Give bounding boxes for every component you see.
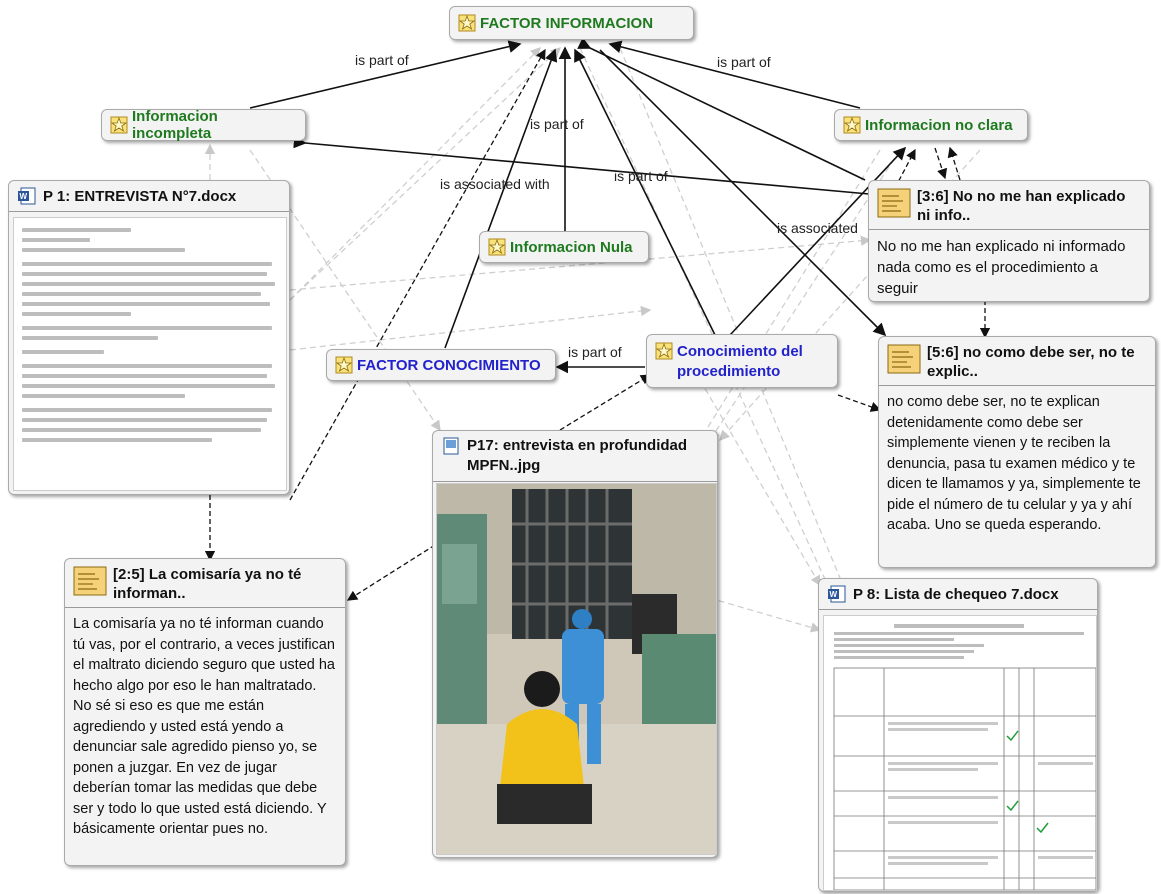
quote-title-line: informan.. [113, 585, 186, 602]
link-part-of [444, 48, 558, 349]
rel-label: is part of [614, 168, 668, 184]
code-label: Conocimiento del procedimiento [677, 342, 803, 382]
svg-text:W: W [20, 192, 28, 201]
link-quote [346, 544, 436, 601]
code-informacion-incompleta[interactable]: Informacion incompleta [101, 108, 306, 142]
quote-title-line: [5:6] no como debe ser, no te [927, 344, 1135, 361]
link-quote [947, 146, 961, 181]
link-part-of [574, 48, 716, 336]
document-title: P 8: Lista de chequeo 7.docx [853, 585, 1059, 603]
quote-title: [3:6] No no me han explicado ni info.. [917, 187, 1125, 225]
code-factor-conocimiento[interactable]: FACTOR CONOCIMIENTO [326, 349, 556, 381]
code-label-line: Conocimiento del [677, 343, 803, 360]
link-part-of [608, 40, 861, 109]
quote-3-6[interactable]: [3:6] No no me han explicado ni info.. No… [868, 180, 1150, 302]
code-icon [335, 356, 353, 374]
image-doc-icon [443, 437, 459, 455]
document-p8[interactable]: W P 8: Lista de chequeo 7.docx [818, 578, 1098, 892]
link-gray [699, 149, 881, 442]
code-label-line: procedimiento [677, 363, 781, 380]
rel-label: is associated with [440, 176, 550, 192]
code-informacion-nula[interactable]: Informacion Nula [479, 231, 649, 263]
code-label: Informacion Nula [510, 238, 633, 256]
quote-title-line: ni info.. [917, 207, 971, 224]
code-label: FACTOR INFORMACION [480, 14, 654, 32]
code-label: Informacion incompleta [132, 108, 218, 142]
quote-header: [2:5] La comisaría ya no té informan.. [65, 559, 345, 608]
quote-memo-icon [877, 188, 911, 218]
link-assoc [577, 37, 866, 181]
link-assoc [599, 49, 887, 337]
quote-text: no como debe ser, no te explican detenid… [887, 394, 1141, 533]
rel-label: is part of [355, 52, 409, 68]
link-quote [559, 374, 652, 431]
code-label: FACTOR CONOCIMIENTO [357, 356, 541, 374]
quote-text: No no me han explicado ni informado nada… [877, 238, 1126, 297]
code-icon [488, 238, 506, 256]
word-doc-icon: W [18, 187, 36, 205]
quote-text: La comisaría ya no té informan cuando tú… [73, 616, 335, 837]
code-icon [110, 116, 128, 134]
document-preview [13, 217, 287, 491]
quote-title: [2:5] La comisaría ya no té informan.. [113, 565, 301, 603]
quote-2-5[interactable]: [2:5] La comisaría ya no té informan.. La… [64, 558, 346, 866]
link-part-of [249, 40, 522, 109]
quote-memo-icon [73, 566, 107, 596]
quote-title-line: [3:6] No no me han explicado [917, 188, 1126, 205]
link-quote [289, 48, 546, 501]
document-preview [823, 615, 1097, 891]
word-doc-icon: W [828, 585, 846, 603]
rel-label: is part of [717, 54, 771, 70]
link-gray [709, 149, 901, 442]
interview-photo [436, 483, 717, 855]
rel-label: is associated [777, 220, 858, 236]
svg-text:W: W [830, 590, 838, 599]
link-gray [289, 305, 652, 351]
link-quote [894, 148, 916, 189]
code-icon [843, 116, 861, 134]
quote-title-line: [2:5] La comisaría ya no té [113, 566, 302, 583]
document-header: W P 1: ENTREVISTA N°7.docx [9, 181, 289, 212]
quote-header: [5:6] no como debe ser, no te explic.. [879, 337, 1155, 386]
document-title-line: MPFN..jpg [467, 457, 541, 474]
quote-memo-icon [887, 344, 921, 374]
link-gray [289, 47, 541, 301]
code-icon [655, 342, 673, 360]
quote-header: [3:6] No no me han explicado ni info.. [869, 181, 1149, 230]
link-gray [249, 149, 441, 432]
document-title-line: P17: entrevista en profundidad [467, 437, 688, 454]
quote-5-6[interactable]: [5:6] no como debe ser, no te explic.. no… [878, 336, 1156, 568]
link-gray [619, 47, 847, 592]
link-quote [837, 394, 882, 412]
quote-title-line: explic.. [927, 363, 978, 380]
code-label: Informacion no clara [865, 116, 1013, 134]
code-factor-informacion[interactable]: FACTOR INFORMACION [449, 6, 694, 40]
code-informacion-no-clara[interactable]: Informacion no clara [834, 109, 1028, 141]
link-assoc [293, 135, 882, 201]
link-gray [699, 379, 821, 587]
code-icon [458, 14, 476, 32]
link-gray [289, 235, 872, 291]
document-title: P 1: ENTREVISTA N°7.docx [43, 187, 237, 205]
document-header: W P 8: Lista de chequeo 7.docx [819, 579, 1097, 610]
rel-label: is part of [568, 344, 622, 360]
link-quote [934, 147, 948, 180]
rel-label: is part of [530, 116, 584, 132]
code-conocimiento-procedimiento[interactable]: Conocimiento del procedimiento [646, 334, 838, 388]
quote-title: [5:6] no como debe ser, no te explic.. [927, 343, 1135, 381]
document-p1[interactable]: W P 1: ENTREVISTA N°7.docx [8, 180, 290, 495]
